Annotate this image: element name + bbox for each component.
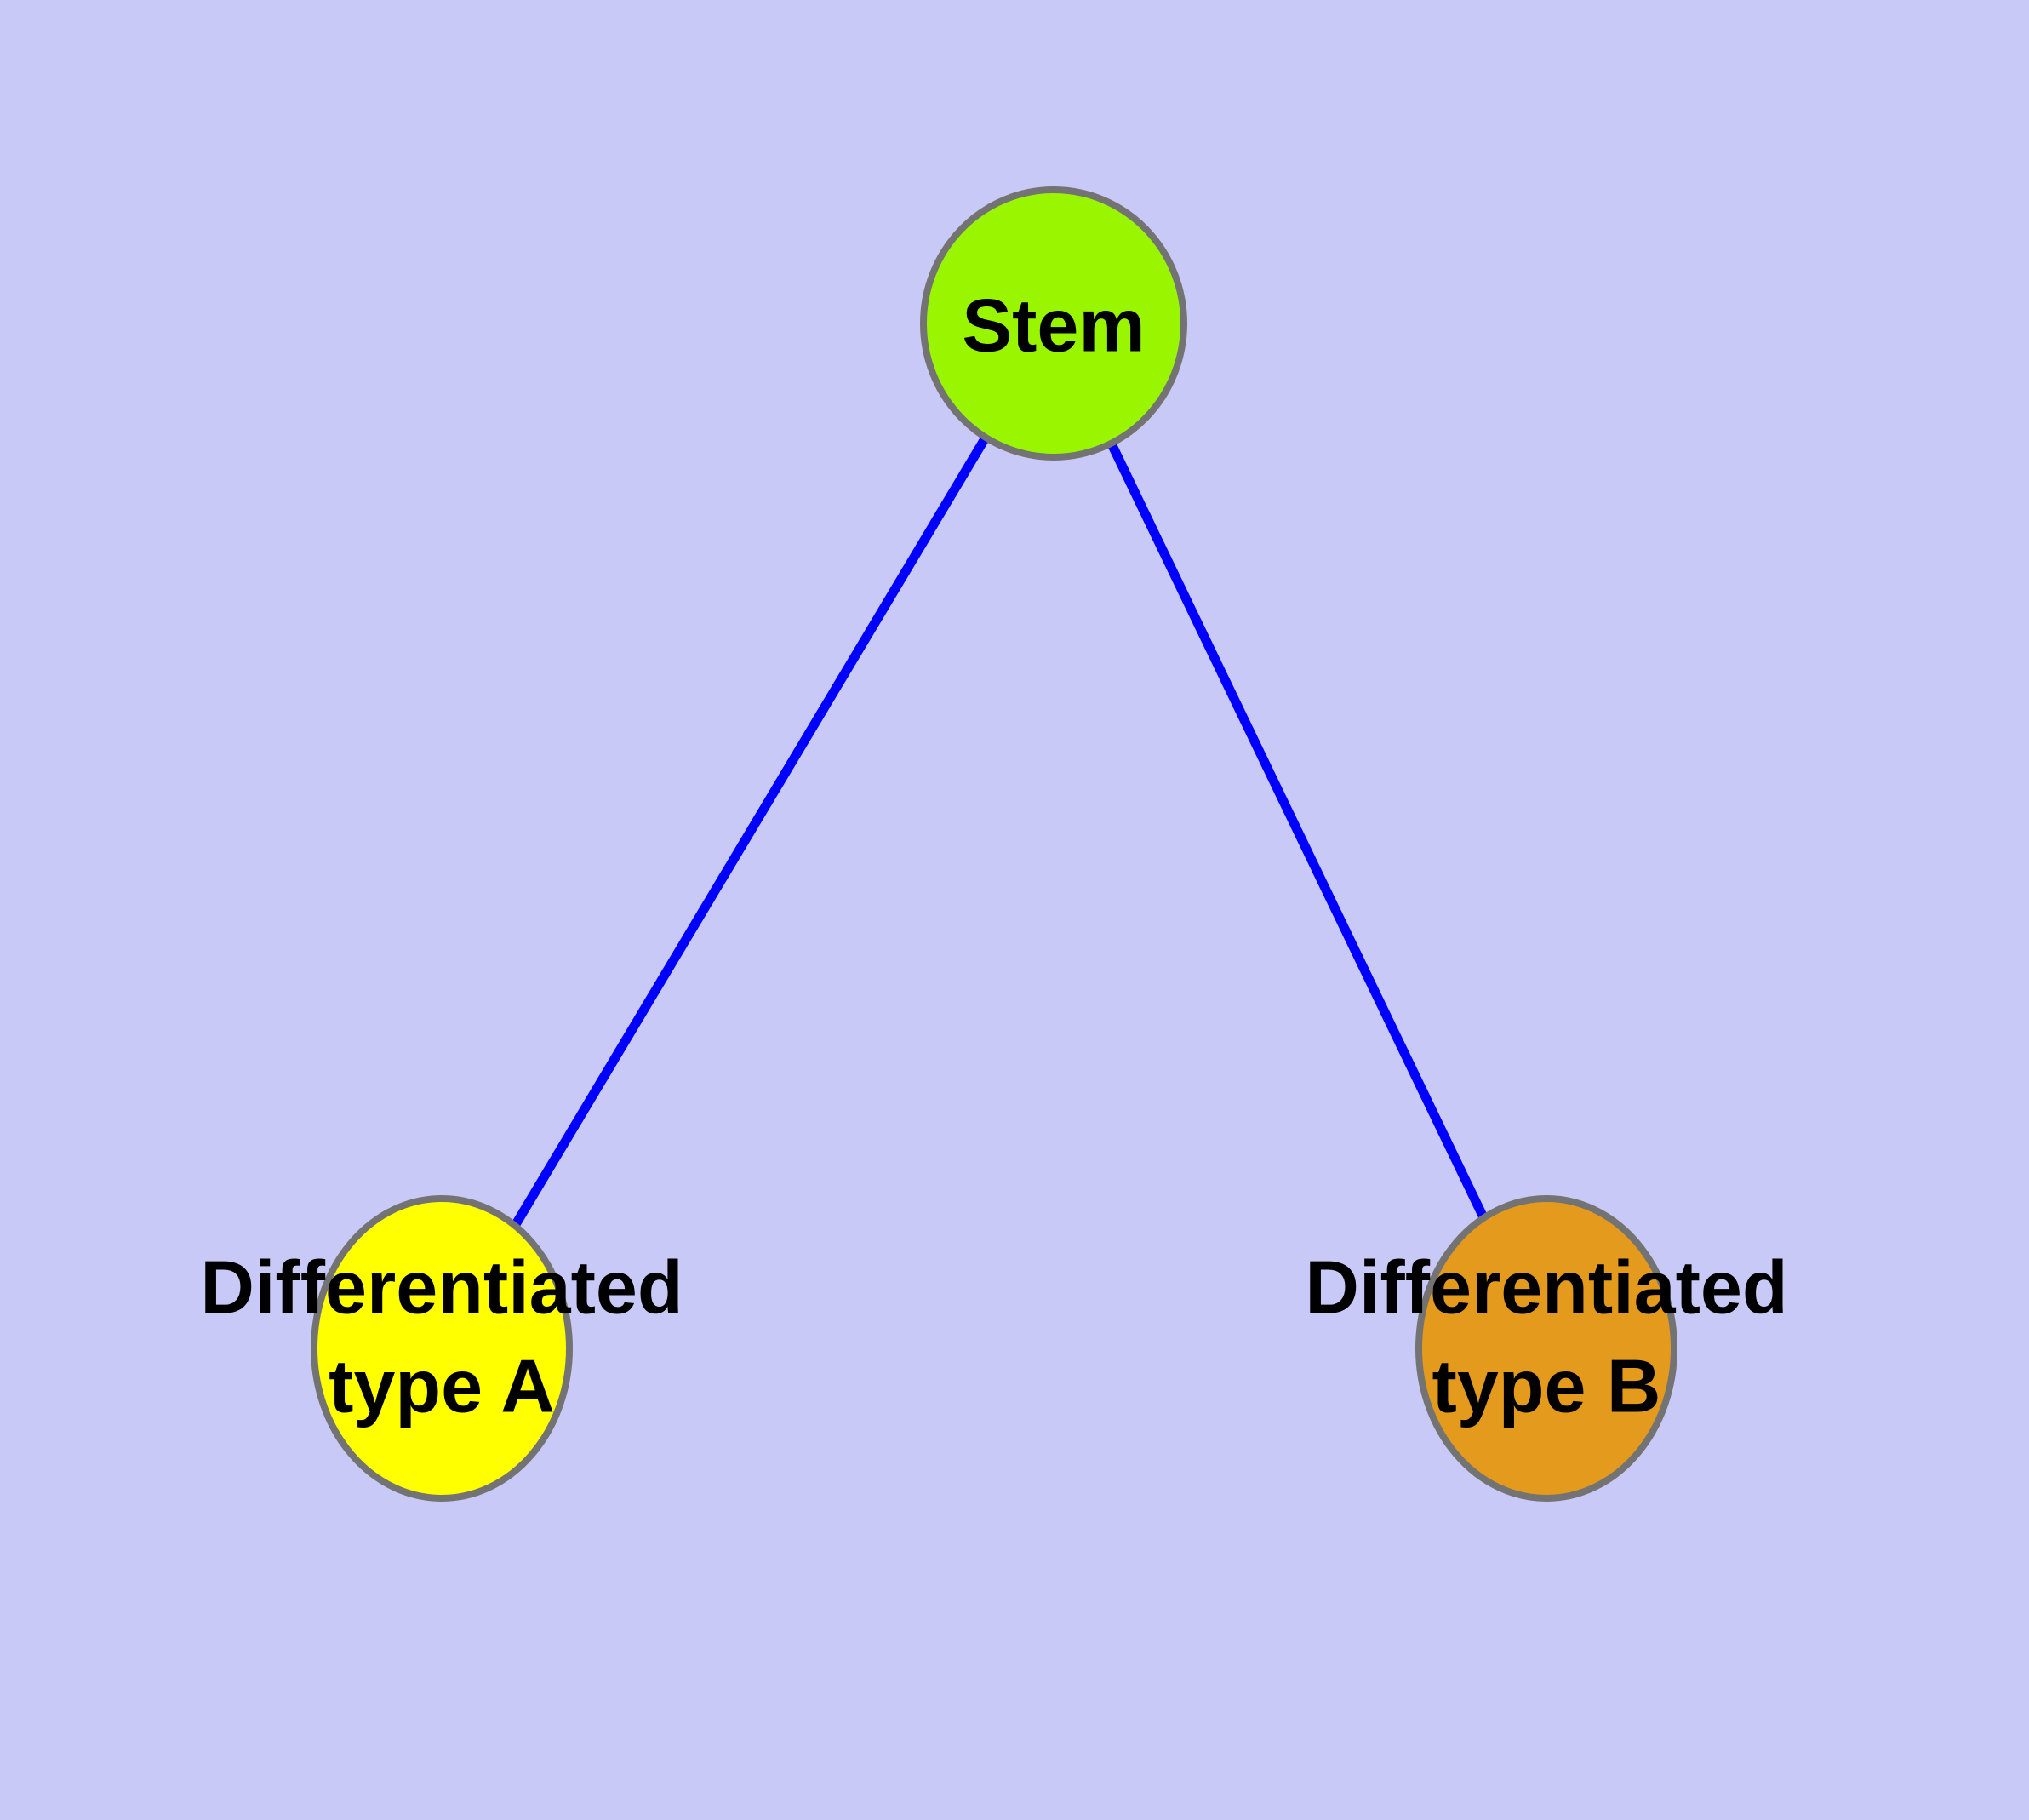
node-stem[interactable]: [920, 186, 1187, 461]
node-differentiated-type-a-label-line1: Differentiated: [200, 1245, 683, 1330]
node-differentiated-type-b-label-line1: Differentiated: [1305, 1245, 1787, 1330]
node-differentiated-type-a[interactable]: [311, 1195, 573, 1502]
edge-stem-to-type-b[interactable]: [1049, 321, 1551, 1351]
node-differentiated-type-b-label-line2: type B: [1432, 1344, 1661, 1428]
node-stem-label: Stem: [962, 283, 1145, 368]
node-differentiated-type-a-label-line2: type A: [329, 1344, 555, 1428]
edge-stem-to-type-a[interactable]: [437, 321, 1058, 1351]
node-differentiated-type-b[interactable]: [1415, 1195, 1677, 1502]
